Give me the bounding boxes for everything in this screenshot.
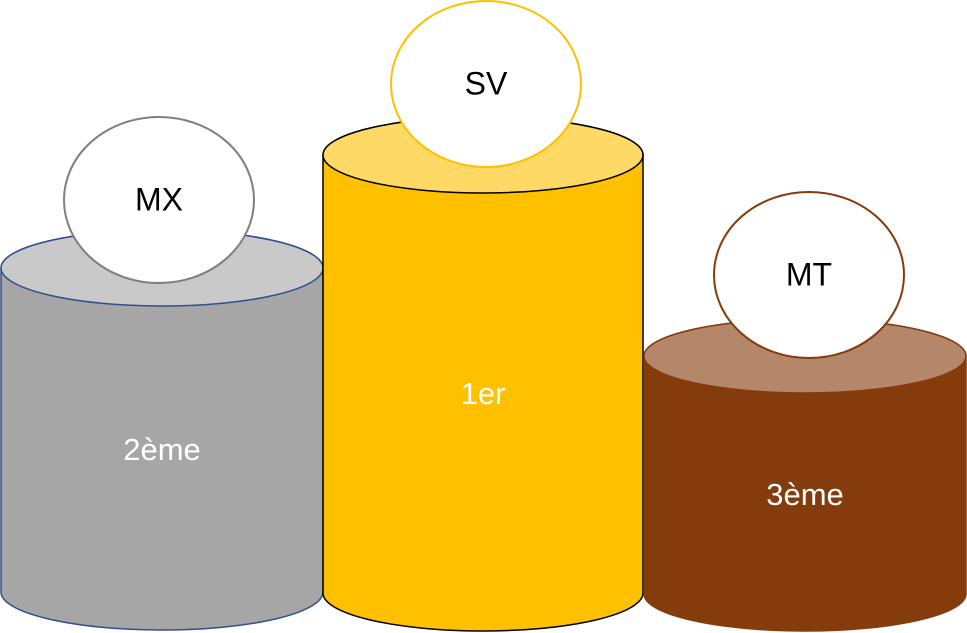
podium-second: 2ème [0,229,324,631]
name-bubble-first-circle [390,0,582,168]
name-bubble-third-text: MT [786,256,832,292]
podium-first-rank-label: 1er [461,376,506,411]
name-bubble-third: MT [713,191,905,359]
name-bubble-second: MX [63,116,255,284]
name-bubble-third-circle [713,191,905,359]
podium-first: 1er [322,116,644,632]
name-bubble-second-circle [63,116,255,284]
name-bubble-first-text: SV [465,65,508,101]
podium-third-rank-label: 3ème [766,477,844,512]
podium-second-rank-label: 2ème [123,432,201,467]
name-bubble-second-text: MX [135,181,183,217]
podium-third: 3ème [643,318,967,632]
name-bubble-first: SV [390,0,582,168]
podium-first-body [322,116,644,632]
